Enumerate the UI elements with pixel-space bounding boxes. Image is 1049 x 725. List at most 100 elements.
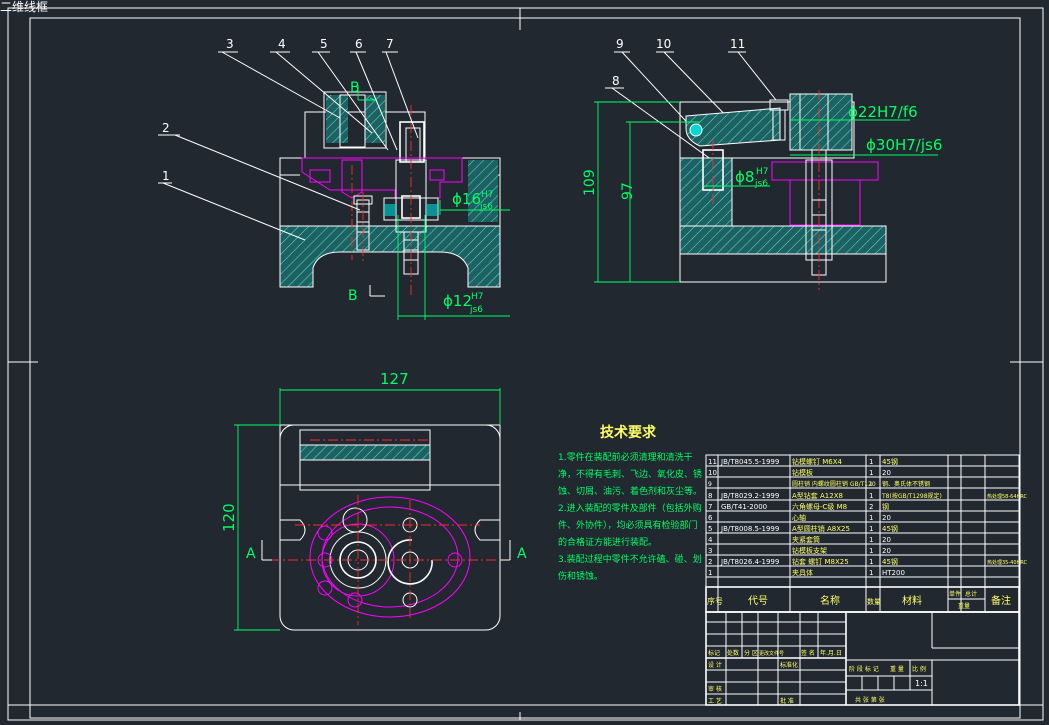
side-view — [679, 90, 887, 290]
dim-d16: ϕ16 — [452, 190, 481, 208]
bom-no: 6 — [708, 514, 713, 522]
part-number-4: 4 — [278, 37, 286, 51]
bom-name: 夹紧套筒 — [792, 535, 820, 544]
viewport-label[interactable]: 二维线框 — [0, 0, 49, 14]
bom-mat: 钢 — [882, 502, 889, 511]
bom-name: A型圆柱销 A8X25 — [792, 524, 850, 533]
bom-code: JB/T8008.5-1999 — [720, 525, 779, 533]
bom-name: 圆柱销 内螺纹圆柱销 GB/T120 — [792, 480, 876, 488]
bom-code: GB/T41-2000 — [721, 503, 767, 511]
tb-sign: 签 名 — [801, 649, 815, 657]
section-label-a-left: A — [246, 546, 256, 562]
bom-no: 1 — [708, 569, 712, 577]
bom-note: 热处理58-64HRC — [987, 493, 1028, 500]
dim-d12: ϕ12 — [443, 292, 472, 310]
bom-name: 钻模螺钉 M6X4 — [792, 457, 843, 466]
part-number-8: 8 — [612, 74, 620, 88]
bom-qty: 1 — [869, 492, 873, 500]
leader-lines — [158, 51, 777, 241]
bom-header-mat: 材料 — [902, 594, 922, 607]
plan-dimensions — [234, 388, 511, 631]
bom-mat: 45钢 — [882, 457, 898, 466]
bom-no: 5 — [708, 525, 712, 533]
bom-row-3: 3 钻模板支架 1 20 — [708, 546, 891, 555]
section-label-a-right: A — [517, 546, 527, 562]
tech-line-3: 蚀、切屑、油污、着色剂和灰尘等。 — [558, 485, 702, 497]
dim-d8: ϕ8 — [735, 168, 754, 186]
bom-qty: 1 — [869, 481, 873, 488]
bom-no: 3 — [708, 547, 712, 555]
bom-mat: 20 — [882, 469, 891, 477]
bom-row-1: 1 夹具体 1 HT200 — [708, 568, 905, 577]
bom-header-weight: 重量 — [958, 602, 970, 610]
tech-line-6: 的合格证方能进行装配。 — [558, 536, 657, 548]
dim-d8-tol-top: H7 — [756, 167, 769, 177]
tech-line-8: 伤和锈蚀。 — [558, 570, 603, 582]
bom-header: 序号 代号 名称 数量 材料 单件 总计 重量 备注 — [707, 590, 1011, 610]
bom-mat: HT200 — [882, 569, 905, 577]
bom-row-5: 5 JB/T8008.5-1999 A型圆柱销 A8X25 1 45钢 — [708, 524, 898, 533]
dim-d22: ϕ22H7/f6 — [848, 103, 918, 121]
bom-qty: 1 — [869, 469, 873, 477]
dim-d30: ϕ30H7/js6 — [866, 136, 942, 154]
bom-no: 8 — [708, 492, 712, 500]
bom-mat: 45钢 — [882, 524, 898, 533]
bom-header-total: 总计 — [965, 590, 977, 598]
dim-h109: 109 — [582, 169, 598, 196]
bom-no: 11 — [708, 458, 717, 466]
side-dimensions — [594, 101, 938, 283]
tb-process: 工 艺 — [708, 697, 722, 705]
dim-h97: 97 — [620, 182, 636, 200]
tech-line-2: 净，不得有毛刺、飞边、氧化皮、锈 — [558, 468, 702, 480]
bom-row-6: 6 心轴 1 20 — [708, 513, 891, 522]
bom-code: JB/T8045.5-1999 — [720, 458, 779, 466]
tech-line-5: 件、外协件），均必须具有检验部门 — [558, 519, 698, 531]
tb-standardize: 标准化 — [780, 661, 798, 669]
front-dimensions — [397, 200, 510, 320]
bom-qty: 1 — [869, 547, 873, 555]
dim-h120: 120 — [220, 503, 238, 532]
part-number-11: 11 — [730, 37, 745, 51]
bom-name: 钻模板支架 — [792, 546, 827, 555]
tb-weight: 重 量 — [890, 665, 904, 673]
tb-sheets: 共 张 第 张 — [855, 696, 885, 704]
bom-row-2: 2 JB/T8026.4-1999 钻套 螺钉 M8X25 1 45钢 热处理3… — [708, 557, 1028, 566]
part-number-1: 1 — [162, 169, 170, 183]
plan-view — [270, 424, 510, 631]
bom-row-8: 8 JB/T8029.2-1999 A型钻套 A12X8 1 T8(按GB/T1… — [708, 491, 1028, 500]
bom-mat: 45钢 — [882, 557, 898, 566]
front-section-view — [279, 91, 501, 295]
tb-change-doc: 更改文件号 — [759, 650, 784, 657]
bom-row-7: 7 GB/T41-2000 六角螺母-C级 M8 2 钢 — [708, 502, 889, 511]
bom-header-qty: 数量 — [867, 597, 881, 606]
bom-header-note: 备注 — [991, 594, 1011, 607]
tb-design: 设 计 — [708, 661, 722, 669]
bom-no: 2 — [708, 558, 712, 566]
bom-qty: 2 — [869, 503, 873, 511]
tb-scale: 1:1 — [915, 679, 928, 688]
tb-mark: 标记 — [708, 649, 720, 657]
tb-approve: 批 准 — [780, 697, 794, 705]
title-block-grid — [705, 611, 1020, 706]
section-label-b-bottom: B — [348, 288, 358, 304]
bom-name: 钻模板 — [792, 468, 813, 477]
tb-review: 审 核 — [708, 685, 722, 693]
bom-header-no: 序号 — [707, 596, 723, 606]
section-label-b-top: B — [350, 80, 360, 96]
bom-note: 热处理35-40HRC — [987, 559, 1028, 566]
bom-row-4: 4 夹紧套筒 1 20 — [708, 535, 891, 544]
bom-qty: 1 — [869, 514, 873, 522]
bom-no: 9 — [708, 481, 712, 488]
part-number-7: 7 — [386, 37, 394, 51]
tech-requirements-title: 技术要求 — [600, 424, 657, 441]
tb-count: 处数 — [727, 649, 739, 657]
dim-d12-tol-bottom: js6 — [469, 305, 483, 315]
tb-scale-label: 比 例 — [912, 665, 926, 673]
bom-grid — [705, 454, 1020, 613]
dim-w127: 127 — [380, 370, 409, 388]
dim-d16-tol-top: H7 — [481, 190, 494, 200]
section-mark-b — [357, 85, 385, 297]
part-number-10: 10 — [656, 37, 671, 51]
bom-qty: 1 — [869, 525, 873, 533]
